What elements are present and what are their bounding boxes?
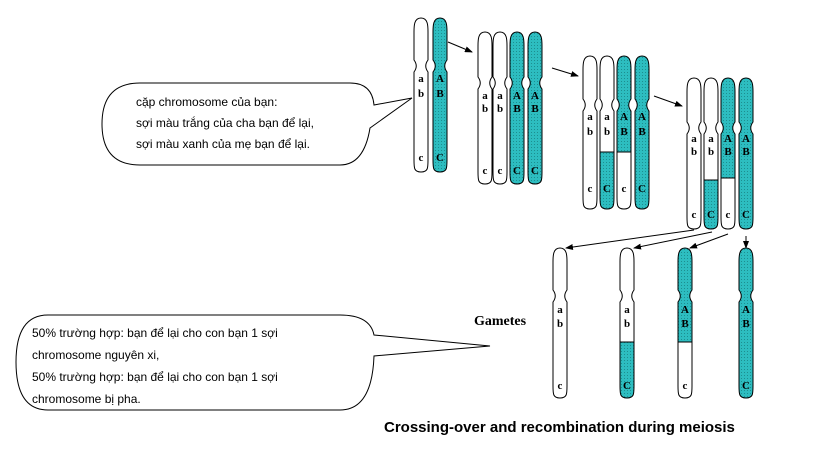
gene-label: C	[513, 165, 521, 177]
gene-label: A	[742, 304, 750, 316]
stage2-mat-2: AB C	[527, 31, 543, 185]
gene-label: A	[724, 133, 732, 145]
gamete-3: ABc	[677, 247, 693, 399]
gene-label: a	[557, 304, 563, 316]
gamete-4: AB C	[738, 247, 754, 399]
stage4-mat-2: AB C	[738, 77, 754, 230]
stage3-mat-1: ABc	[616, 55, 632, 210]
gene-label: B	[513, 103, 521, 115]
gene-label: c	[622, 183, 627, 195]
stage4-pat-2: abC	[703, 77, 719, 230]
gene-label: B	[638, 126, 646, 138]
stage-arrow-3	[653, 95, 683, 107]
gene-label: C	[436, 152, 444, 164]
gene-label: c	[498, 165, 503, 177]
gene-label: A	[436, 73, 444, 85]
gene-label: B	[742, 318, 750, 330]
gamete-arrow-3	[689, 233, 729, 249]
speech-bubble-bottom	[15, 314, 491, 411]
gamete-2: abC	[619, 247, 635, 399]
gene-label: a	[691, 133, 697, 145]
bubble-top-line-3: sợi màu xanh của mẹ bạn để lại.	[136, 137, 310, 151]
gene-label: b	[497, 103, 503, 115]
gene-label: c	[483, 165, 488, 177]
bubble-top-line-2: sợi màu trắng của cha bạn để lại,	[136, 116, 314, 130]
gene-label: a	[497, 90, 503, 102]
gene-label: A	[513, 90, 521, 102]
bubble-top-text: cặp chromosome của bạn: sợi màu trắng củ…	[136, 92, 314, 155]
gene-label: C	[603, 183, 611, 195]
gene-label: a	[482, 90, 488, 102]
stage2-mat-1: AB C	[509, 31, 525, 185]
stage3-mat-2: AB C	[634, 55, 650, 210]
gene-label: C	[531, 165, 539, 177]
gene-label: B	[620, 126, 628, 138]
gene-label: A	[742, 133, 750, 145]
gene-label: B	[724, 146, 732, 158]
gene-label: A	[620, 111, 628, 123]
gene-label: b	[708, 146, 714, 158]
gene-label: A	[531, 90, 539, 102]
gametes-label: Gametes	[474, 314, 527, 329]
diagram-caption: Crossing-over and recombination during m…	[384, 419, 735, 436]
bubble-top-line-1: cặp chromosome của bạn:	[136, 95, 278, 109]
speech-bubble-top	[101, 82, 413, 166]
gene-label: b	[624, 318, 630, 330]
gene-label: b	[482, 103, 488, 115]
bubble-bottom-line-1: 50% trường hợp: bạn để lại cho con bạn 1…	[32, 326, 278, 340]
gene-label: a	[418, 73, 424, 85]
gene-label: b	[557, 318, 563, 330]
gene-label: C	[742, 209, 750, 221]
gene-label: C	[638, 183, 646, 195]
stage2-pat-2: ab c	[492, 31, 508, 185]
gene-label: c	[558, 380, 563, 392]
gene-label: a	[604, 111, 610, 123]
gene-label: b	[691, 146, 697, 158]
gene-label: B	[531, 103, 539, 115]
stage1-maternal: AB C	[432, 17, 448, 173]
gamete-arrow-1	[565, 229, 695, 250]
gene-label: c	[683, 380, 688, 392]
gene-label: a	[708, 133, 714, 145]
stage4-pat-1: ab c	[686, 77, 702, 230]
gamete-1: ab c	[552, 247, 568, 399]
gene-label: b	[587, 126, 593, 138]
gene-label: B	[436, 88, 444, 100]
stage-arrow-1	[447, 41, 473, 53]
gene-label: c	[419, 152, 424, 164]
gene-label: B	[681, 318, 689, 330]
bubble-bottom-line-3: 50% trường hợp: bạn để lại cho con bạn 1…	[32, 370, 278, 384]
gene-label: a	[624, 304, 630, 316]
bubble-bottom-line-4: chromosome bị pha.	[32, 392, 141, 406]
gene-label: a	[587, 111, 593, 123]
gene-label: b	[418, 88, 424, 100]
stage1-paternal: ab c	[413, 17, 429, 173]
gene-label: C	[707, 209, 715, 221]
stage3-pat-1: ab c	[582, 55, 598, 210]
gene-label: C	[623, 380, 631, 392]
gene-label: c	[588, 183, 593, 195]
gene-label: c	[692, 209, 697, 221]
gene-label: b	[604, 126, 610, 138]
bubble-bottom-text: 50% trường hợp: bạn để lại cho con bạn 1…	[32, 322, 278, 410]
stage2-pat-1: ab c	[477, 31, 493, 185]
gene-label: B	[742, 146, 750, 158]
gene-label: c	[726, 209, 731, 221]
gene-label: A	[681, 304, 689, 316]
gamete-arrow-2	[633, 231, 713, 250]
stage3-pat-2: abC	[599, 55, 615, 210]
bubble-bottom-line-2: chromosome nguyên xi,	[32, 348, 160, 362]
gene-label: A	[638, 111, 646, 123]
stage-arrow-2	[551, 67, 579, 77]
stage4-mat-1: ABc	[720, 77, 736, 230]
gene-label: C	[742, 380, 750, 392]
